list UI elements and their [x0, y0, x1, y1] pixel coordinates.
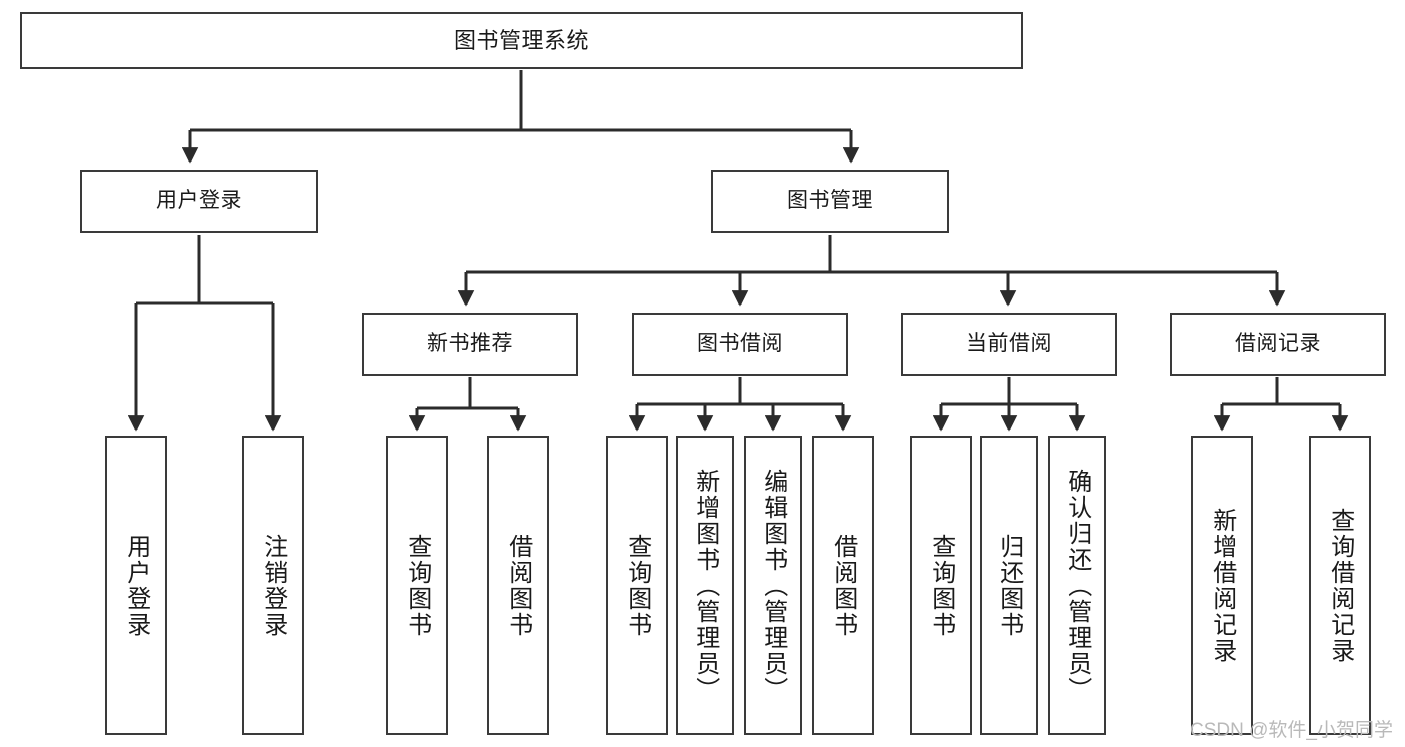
leaf-book-borrow-add[interactable]: 新增图书（管理员） [676, 436, 734, 735]
node-label: 编辑图书（管理员） [759, 468, 787, 703]
node-label: 新书推荐 [427, 332, 513, 356]
node-book-borrow[interactable]: 图书借阅 [632, 313, 848, 376]
node-label: 图书管理系统 [453, 27, 589, 53]
node-root-system[interactable]: 图书管理系统 [20, 12, 1023, 69]
node-label: 查询借阅记录 [1326, 507, 1354, 664]
node-label: 图书借阅 [697, 332, 783, 356]
node-label: 查询图书 [927, 533, 955, 638]
node-borrow-record[interactable]: 借阅记录 [1170, 313, 1386, 376]
node-label: 注销登录 [259, 533, 287, 638]
leaf-new-book-query[interactable]: 查询图书 [386, 436, 448, 735]
node-book-management[interactable]: 图书管理 [711, 170, 949, 233]
node-current-borrow[interactable]: 当前借阅 [901, 313, 1117, 376]
csdn-watermark: CSDN @软件_小贺同学 [1190, 720, 1393, 741]
node-label: 借阅记录 [1235, 332, 1321, 356]
leaf-user-login-login[interactable]: 用户登录 [105, 436, 167, 735]
leaf-user-login-logout[interactable]: 注销登录 [242, 436, 304, 735]
node-label: 新增图书（管理员） [691, 468, 719, 703]
node-user-login[interactable]: 用户登录 [80, 170, 318, 233]
leaf-current-borrow-confirm[interactable]: 确认归还（管理员） [1048, 436, 1106, 735]
node-label: 查询图书 [623, 533, 651, 638]
node-label: 借阅图书 [504, 533, 532, 638]
node-label: 用户登录 [122, 533, 150, 638]
node-label: 用户登录 [156, 189, 242, 213]
node-label: 归还图书 [995, 533, 1023, 638]
node-label: 确认归还（管理员） [1063, 468, 1091, 703]
leaf-book-borrow-edit[interactable]: 编辑图书（管理员） [744, 436, 802, 735]
node-label: 当前借阅 [966, 332, 1052, 356]
node-label: 新增借阅记录 [1208, 507, 1236, 664]
leaf-current-borrow-return[interactable]: 归还图书 [980, 436, 1038, 735]
leaf-new-book-borrow[interactable]: 借阅图书 [487, 436, 549, 735]
leaf-book-borrow-query[interactable]: 查询图书 [606, 436, 668, 735]
node-label: 借阅图书 [829, 533, 857, 638]
node-label: 查询图书 [403, 533, 431, 638]
leaf-current-borrow-query[interactable]: 查询图书 [910, 436, 972, 735]
leaf-borrow-record-query[interactable]: 查询借阅记录 [1309, 436, 1371, 735]
leaf-borrow-record-add[interactable]: 新增借阅记录 [1191, 436, 1253, 735]
node-new-book-recommend[interactable]: 新书推荐 [362, 313, 578, 376]
leaf-book-borrow-lend[interactable]: 借阅图书 [812, 436, 874, 735]
node-label: 图书管理 [787, 189, 873, 213]
